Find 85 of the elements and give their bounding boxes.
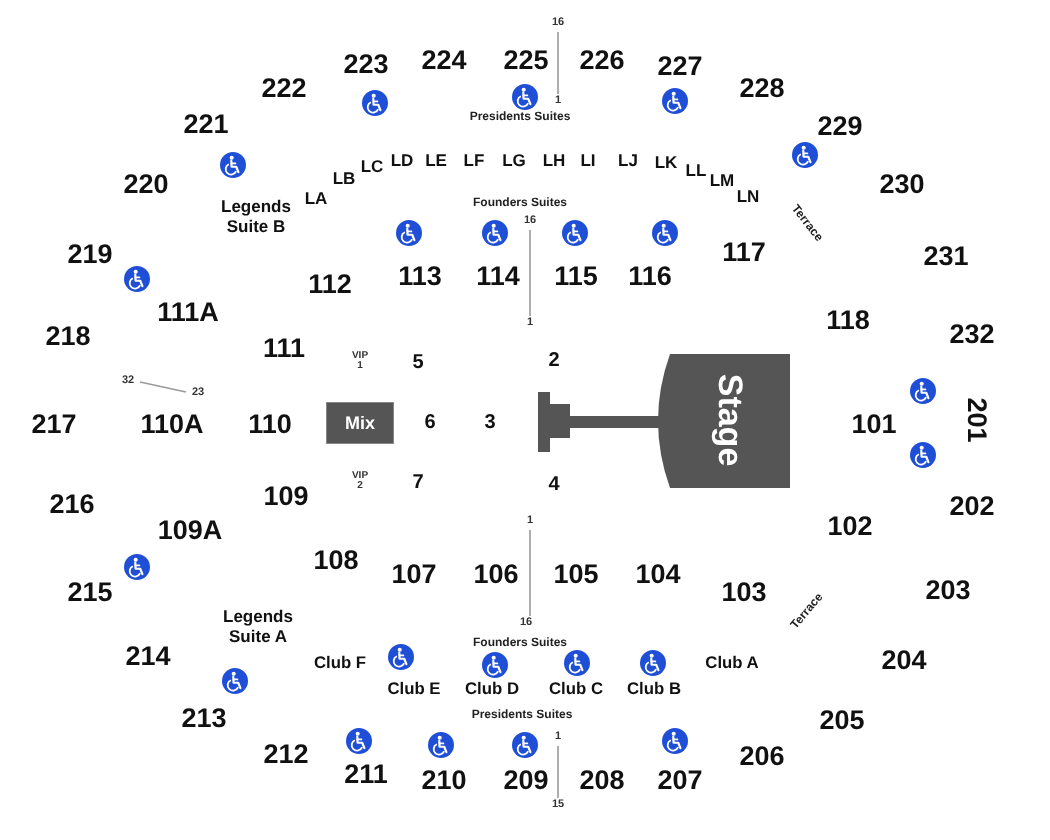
section-number: 224	[421, 46, 467, 74]
club-label: Club C	[549, 679, 603, 697]
row-letter: LL	[685, 161, 707, 179]
section-number: 109	[263, 482, 309, 510]
club-label: Club F	[313, 653, 367, 671]
section-number: 226	[579, 46, 625, 74]
mix-platform	[326, 402, 394, 444]
section-number: 222	[261, 74, 307, 102]
section-number: 109A	[157, 516, 223, 544]
section-number: 205	[819, 706, 865, 734]
section-number: 216	[49, 490, 95, 518]
section-number: 229	[817, 112, 863, 140]
suite-label: Legends Suite A	[221, 608, 295, 648]
section-number: 112	[308, 270, 352, 298]
section-number: 231	[923, 242, 969, 270]
section-number: 214	[125, 642, 171, 670]
section-number: 218	[45, 322, 91, 350]
section-number: 221	[183, 110, 229, 138]
row-letter: LA	[304, 189, 328, 207]
section-number: 107	[391, 560, 437, 588]
section-number: 3	[484, 414, 496, 434]
club-label: Club B	[627, 679, 681, 697]
row-letter: LB	[332, 169, 356, 187]
club-label: Club E	[387, 679, 441, 697]
section-number: 110A	[140, 410, 204, 438]
section-number: 5	[412, 354, 424, 374]
section-number: 105	[553, 560, 599, 588]
suite-label: Legends Suite B	[219, 198, 293, 238]
row-letter: LN	[736, 187, 760, 205]
section-number: 113	[398, 262, 442, 290]
section-number: 114	[476, 262, 520, 290]
row-letter: LH	[542, 151, 566, 169]
row-letter: LJ	[618, 151, 638, 169]
section-number: 207	[657, 766, 703, 794]
section-number: 201	[962, 397, 990, 443]
row-letter: LI	[580, 151, 596, 169]
section-number: 116	[628, 262, 672, 290]
section-number: 101	[851, 410, 897, 438]
section-number: 102	[827, 512, 873, 540]
section-number: 203	[925, 576, 971, 604]
section-number: 4	[548, 476, 560, 496]
section-number: 206	[739, 742, 785, 770]
section-number: 110	[248, 410, 292, 438]
section-number: 202	[949, 492, 995, 520]
section-number: 220	[123, 170, 169, 198]
row-letter: LE	[425, 151, 447, 169]
section-number: 228	[739, 74, 785, 102]
section-number: 211	[344, 760, 388, 788]
section-number: 108	[313, 546, 359, 574]
section-number: 204	[881, 646, 927, 674]
row-letter: LC	[360, 157, 384, 175]
section-number: 115	[554, 262, 598, 290]
section-number: 103	[721, 578, 767, 606]
stage-label: Stage	[713, 373, 747, 467]
section-number: 210	[421, 766, 467, 794]
section-number: 223	[343, 50, 389, 78]
section-number: 111A	[157, 298, 219, 326]
row-letter: LD	[390, 151, 414, 169]
section-number: 117	[722, 238, 766, 266]
section-number: 7	[412, 474, 424, 494]
row-letter: LM	[709, 171, 735, 189]
section-number: 213	[181, 704, 227, 732]
row-letter: LG	[502, 151, 526, 169]
club-label: Club D	[465, 679, 519, 697]
section-number: 209	[503, 766, 549, 794]
section-number: 118	[826, 306, 870, 334]
section-number: 217	[31, 410, 77, 438]
row-letter: LF	[463, 151, 485, 169]
section-number: 225	[503, 46, 549, 74]
section-number: 219	[67, 240, 113, 268]
club-label: Club A	[705, 653, 759, 671]
mix-label: Mix	[345, 414, 375, 432]
section-number: 227	[657, 52, 703, 80]
section-number: 106	[473, 560, 519, 588]
section-number: 2	[548, 352, 560, 372]
section-number: 111	[262, 334, 306, 362]
section-number: 212	[263, 740, 309, 768]
section-number: 230	[879, 170, 925, 198]
stage-platform	[658, 354, 790, 488]
row-letter: LK	[654, 153, 678, 171]
section-number: 232	[949, 320, 995, 348]
section-number: 215	[67, 578, 113, 606]
section-number: 208	[579, 766, 625, 794]
section-number: 104	[635, 560, 681, 588]
section-number: 6	[424, 414, 436, 434]
